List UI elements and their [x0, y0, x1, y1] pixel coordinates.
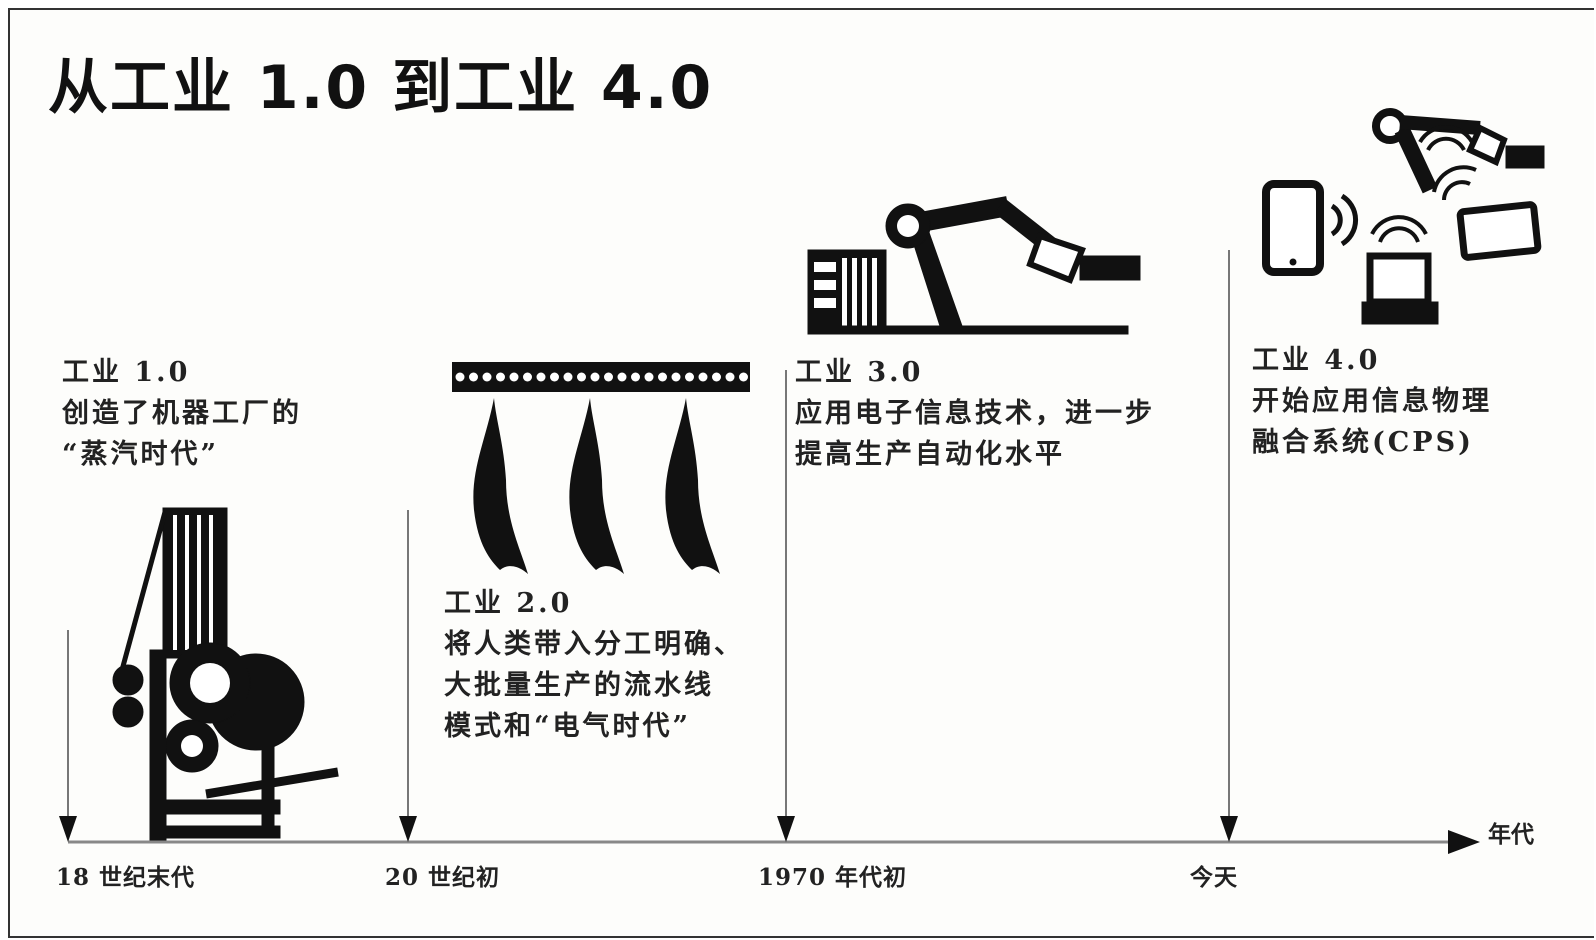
conveyor-roller: [685, 372, 694, 382]
conveyor-roller: [577, 372, 586, 382]
stage-1-description: 创造了机器工厂的 “蒸汽时代”: [62, 398, 302, 470]
stage-1-text: 工业 1.0 创造了机器工厂的 “蒸汽时代”: [62, 352, 382, 475]
conveyor-roller: [698, 372, 708, 382]
conveyor-roller: [590, 372, 600, 382]
stage-2-heading: 工业 2.0: [444, 588, 573, 619]
conveyor-roller: [455, 372, 465, 382]
assembly-line-icon: [452, 362, 750, 574]
diagram-title: 从工业 1.0 到工业 4.0: [48, 53, 714, 123]
conveyor-roller: [563, 372, 573, 382]
era-marker-4: [1220, 250, 1238, 842]
conveyor-roller: [550, 372, 559, 382]
conveyor-roller: [739, 372, 748, 382]
conveyor-roller: [604, 372, 613, 382]
steam-machine-icon: [112, 507, 339, 841]
conveyor-roller: [482, 372, 492, 382]
era-marker-3: [777, 370, 795, 842]
era-label-3: 1970 年代初: [758, 864, 908, 891]
robot-arm-icon: [807, 196, 1141, 335]
timeline-axis: [68, 830, 1480, 854]
conveyor-roller: [469, 372, 478, 382]
conveyor-roller: [725, 372, 735, 382]
era-label-1: 18 世纪末代: [56, 864, 196, 891]
stage-2-text: 工业 2.0 将人类带入分工明确、 大批量生产的流水线 模式和“电气时代”: [444, 583, 804, 747]
stage-3-heading: 工业 3.0: [795, 357, 924, 388]
stage-4-description: 开始应用信息物理 融合系统(CPS): [1252, 386, 1492, 458]
conveyor-roller: [671, 372, 681, 382]
era-label-2: 20 世纪初: [385, 864, 501, 891]
stage-4-text: 工业 4.0 开始应用信息物理 融合系统(CPS): [1252, 340, 1572, 463]
connected-devices-icon: [1262, 108, 1545, 325]
stage-3-description: 应用电子信息技术，进一步 提高生产自动化水平: [795, 398, 1155, 470]
conveyor-roller: [712, 372, 721, 382]
axis-label: 年代: [1488, 821, 1534, 848]
conveyor-roller: [617, 372, 627, 382]
stage-1-heading: 工业 1.0: [62, 357, 191, 388]
conveyor-roller: [523, 372, 532, 382]
era-marker-2: [399, 510, 417, 842]
era-marker-1: [59, 630, 77, 842]
conveyor-roller: [509, 372, 519, 382]
conveyor-roller: [496, 372, 505, 382]
axis-arrow-icon: [1448, 830, 1480, 854]
conveyor-roller: [644, 372, 654, 382]
conveyor-roller: [536, 372, 546, 382]
conveyor-roller: [631, 372, 640, 382]
stage-2-description: 将人类带入分工明确、 大批量生产的流水线 模式和“电气时代”: [444, 629, 744, 742]
stage-4-heading: 工业 4.0: [1252, 345, 1381, 376]
era-label-4: 今天: [1190, 864, 1238, 891]
stage-3-text: 工业 3.0 应用电子信息技术，进一步 提高生产自动化水平: [795, 352, 1205, 475]
conveyor-roller: [658, 372, 667, 382]
